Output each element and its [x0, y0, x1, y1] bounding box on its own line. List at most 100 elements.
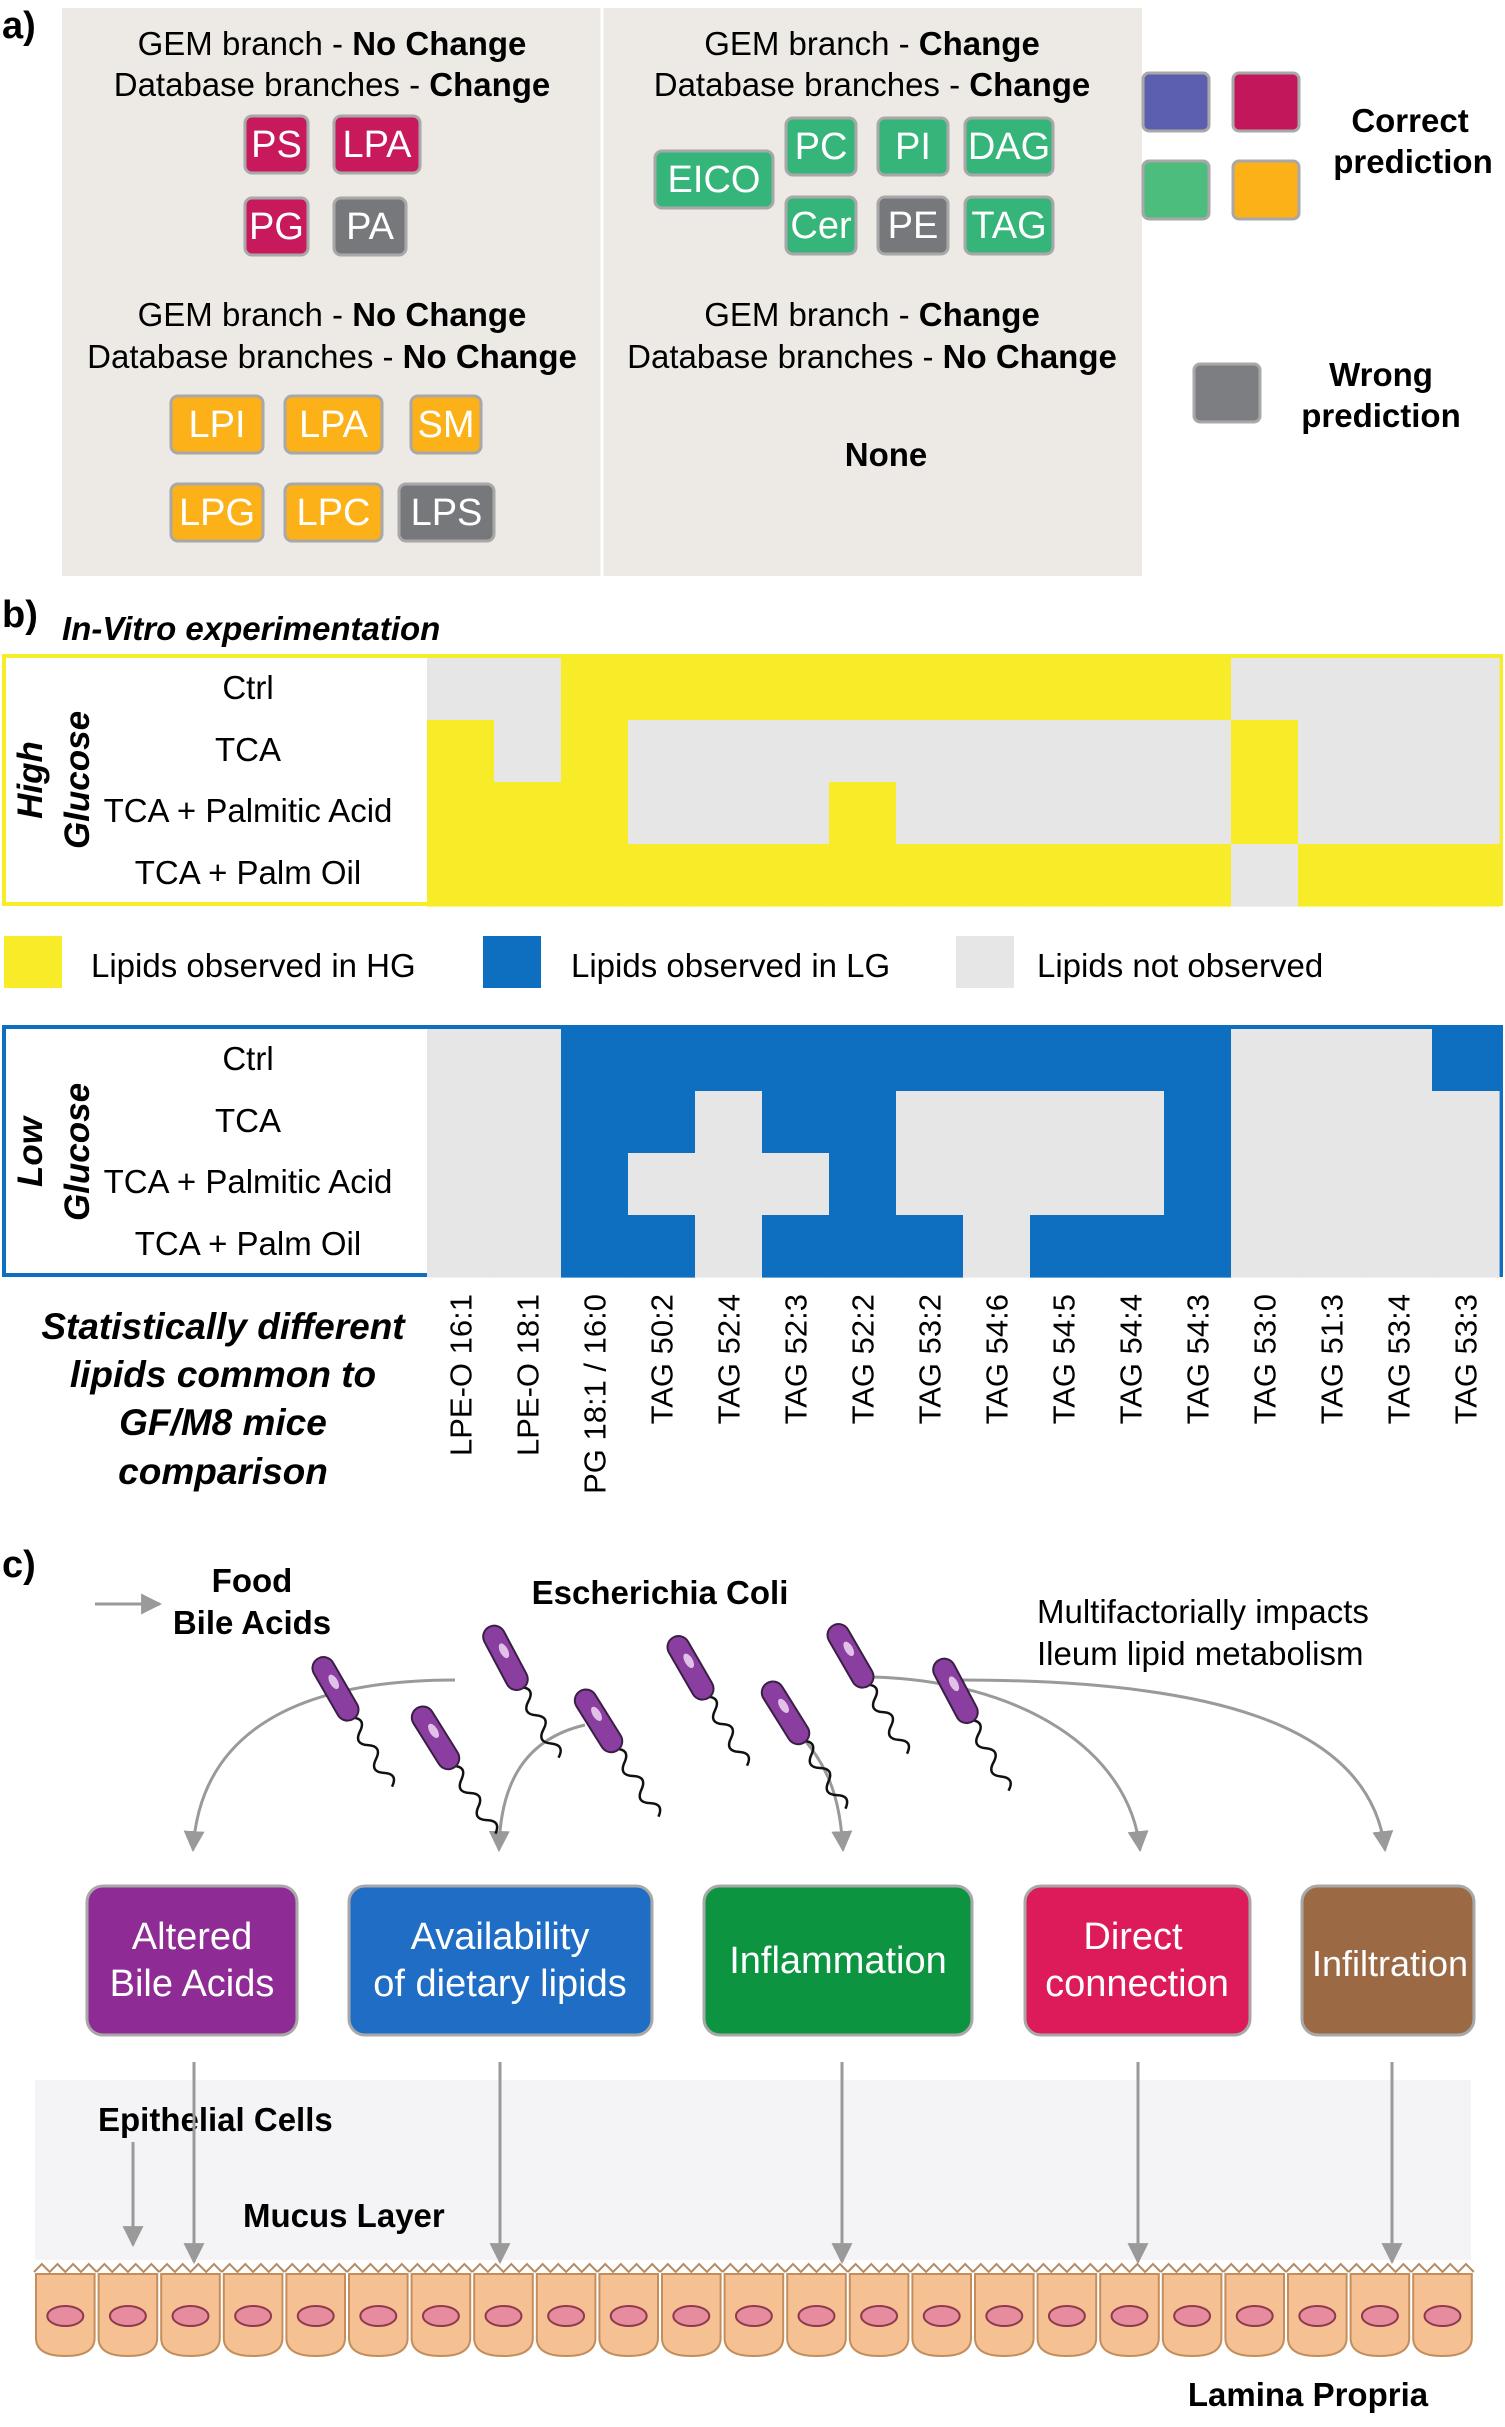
lipid-label: TAG 50:2 [645, 1294, 680, 1424]
lipid-chip: LPA [332, 114, 422, 175]
heatmap-cell [1030, 720, 1098, 783]
legend-hg-swatch [4, 936, 62, 988]
heatmap-cell [1432, 1091, 1500, 1154]
lipid-label: TAG 53:0 [1248, 1294, 1283, 1424]
svg-text:Availability: Availability [411, 1916, 590, 1958]
arrow-to-direct-connection [869, 1675, 1149, 1853]
heatmap-cell [427, 1091, 495, 1154]
heatmap-cell [1432, 658, 1500, 721]
epithelial-cell [346, 2262, 411, 2358]
lipid-label: TAG 54:3 [1181, 1294, 1216, 1424]
heatmap-cell [628, 1153, 696, 1216]
heatmap-cell [1097, 658, 1165, 721]
heatmap-cell [762, 844, 830, 907]
heatmap-cell [896, 844, 964, 907]
heatmap-cell [829, 1153, 897, 1216]
heatmap-cell [896, 1153, 964, 1216]
lipid-label: TAG 54:5 [1047, 1294, 1082, 1424]
heatmap-cell [762, 782, 830, 845]
heatmap-cell [695, 1091, 763, 1154]
legend-swatch-orange [1231, 159, 1301, 221]
panel-c: c) Food Bile Acids Escherichia Coli Mult… [2, 1544, 1476, 2413]
heatmap-cell [1432, 782, 1500, 845]
heatmap-cell [427, 782, 495, 845]
heatmap-cell [561, 720, 629, 783]
svg-text:PE: PE [888, 205, 939, 247]
epithelial-cell [33, 2262, 98, 2358]
heatmap-cell [1298, 1091, 1366, 1154]
ecoli-bacterium [932, 1657, 1012, 1792]
epithelial-cell [95, 2262, 160, 2358]
epithelial-cell [471, 2262, 536, 2358]
bile-acids-label: Bile Acids [173, 1604, 331, 1641]
lipid-chip: LPA [283, 394, 384, 455]
heatmap-cell [762, 720, 830, 783]
heatmap-cell [561, 1091, 629, 1154]
heatmap-cell [1231, 720, 1299, 783]
lipid-chip: DAG [963, 116, 1055, 177]
lipid-chip: PA [332, 196, 408, 257]
lipid-label: TAG 54:4 [1114, 1294, 1149, 1424]
statistical-note: Statistically different lipids common to… [41, 1306, 406, 1492]
heatmap-cell [1298, 782, 1366, 845]
heatmap-cell [1164, 1091, 1232, 1154]
heatmap-cell [1164, 782, 1232, 845]
lipid-label: TAG 53:2 [913, 1294, 948, 1424]
heatmap-cell [1164, 844, 1232, 907]
heatmap-cell [963, 782, 1031, 845]
ecoli-bacterium [666, 1635, 751, 1767]
heatmap-cell [829, 1215, 897, 1278]
panel-b-label: b) [2, 594, 38, 636]
process-boxes: Altered Bile Acids Availability of dieta… [85, 1884, 1476, 2037]
heatmap-cell [1231, 844, 1299, 907]
box-infiltration: Infiltration [1300, 1884, 1476, 2037]
svg-text:PA: PA [346, 206, 395, 248]
lipid-label: TAG 53:4 [1382, 1294, 1417, 1424]
panel-a: a) GEM branch - No Change Database branc… [2, 5, 1493, 576]
quadrant-3-gem-line: GEM branch - No Change [138, 296, 527, 333]
high-glucose-label-2: Glucose [58, 711, 97, 849]
box-dietary-lipids: Availability of dietary lipids [347, 1884, 654, 2037]
lipid-label: TAG 54:6 [980, 1294, 1015, 1424]
low-glucose-label-2: Glucose [58, 1083, 97, 1221]
heatmap-cell [1164, 1029, 1232, 1092]
epithelial-cell [847, 2262, 912, 2358]
heatmap-cell [1365, 782, 1433, 845]
heatmap-cell [561, 658, 629, 721]
heatmap-cell [695, 658, 763, 721]
epithelial-cell [721, 2262, 786, 2358]
heatmap-cell [628, 782, 696, 845]
epithelial-cell [1222, 2262, 1287, 2358]
heatmap-cell [1030, 1029, 1098, 1092]
quadrant-2-db-line: Database branches - Change [654, 66, 1091, 103]
svg-text:Cer: Cer [790, 205, 852, 247]
legend-none-swatch [956, 936, 1014, 988]
epithelial-cell-row [33, 2262, 1475, 2358]
heatmap-cell [1164, 720, 1232, 783]
condition-label: Ctrl [222, 1040, 273, 1077]
heatmap-cell [1432, 1153, 1500, 1216]
svg-text:LPC: LPC [297, 492, 371, 534]
heatmap-cell [1030, 1091, 1098, 1154]
statistical-note-line: Statistically different [41, 1306, 406, 1347]
svg-text:DAG: DAG [968, 126, 1050, 168]
svg-text:LPI: LPI [188, 404, 245, 446]
legend-lg-label: Lipids observed in LG [571, 947, 890, 984]
heatmap-cell [1030, 658, 1098, 721]
quadrant-4-db-line: Database branches - No Change [627, 338, 1117, 375]
multifactorial-line1: Multifactorially impacts [1037, 1593, 1369, 1630]
svg-text:LPS: LPS [411, 492, 483, 534]
legend-swatch-magenta [1231, 71, 1301, 133]
heatmap-cell [1097, 1029, 1165, 1092]
heatmap-cell [762, 1153, 830, 1216]
heatmap-cell [1030, 1153, 1098, 1216]
statistical-note-line: lipids common to [70, 1354, 376, 1395]
arrow-to-bile-acids [183, 1678, 456, 1853]
heatmap-cell [1097, 1091, 1165, 1154]
heatmap-cell [1164, 1153, 1232, 1216]
heatmap-cell [561, 844, 629, 907]
ecoli-bacterium [482, 1624, 562, 1759]
epithelial-cell [534, 2262, 599, 2358]
heatmap-cell [695, 782, 763, 845]
epithelial-cell [909, 2262, 974, 2358]
